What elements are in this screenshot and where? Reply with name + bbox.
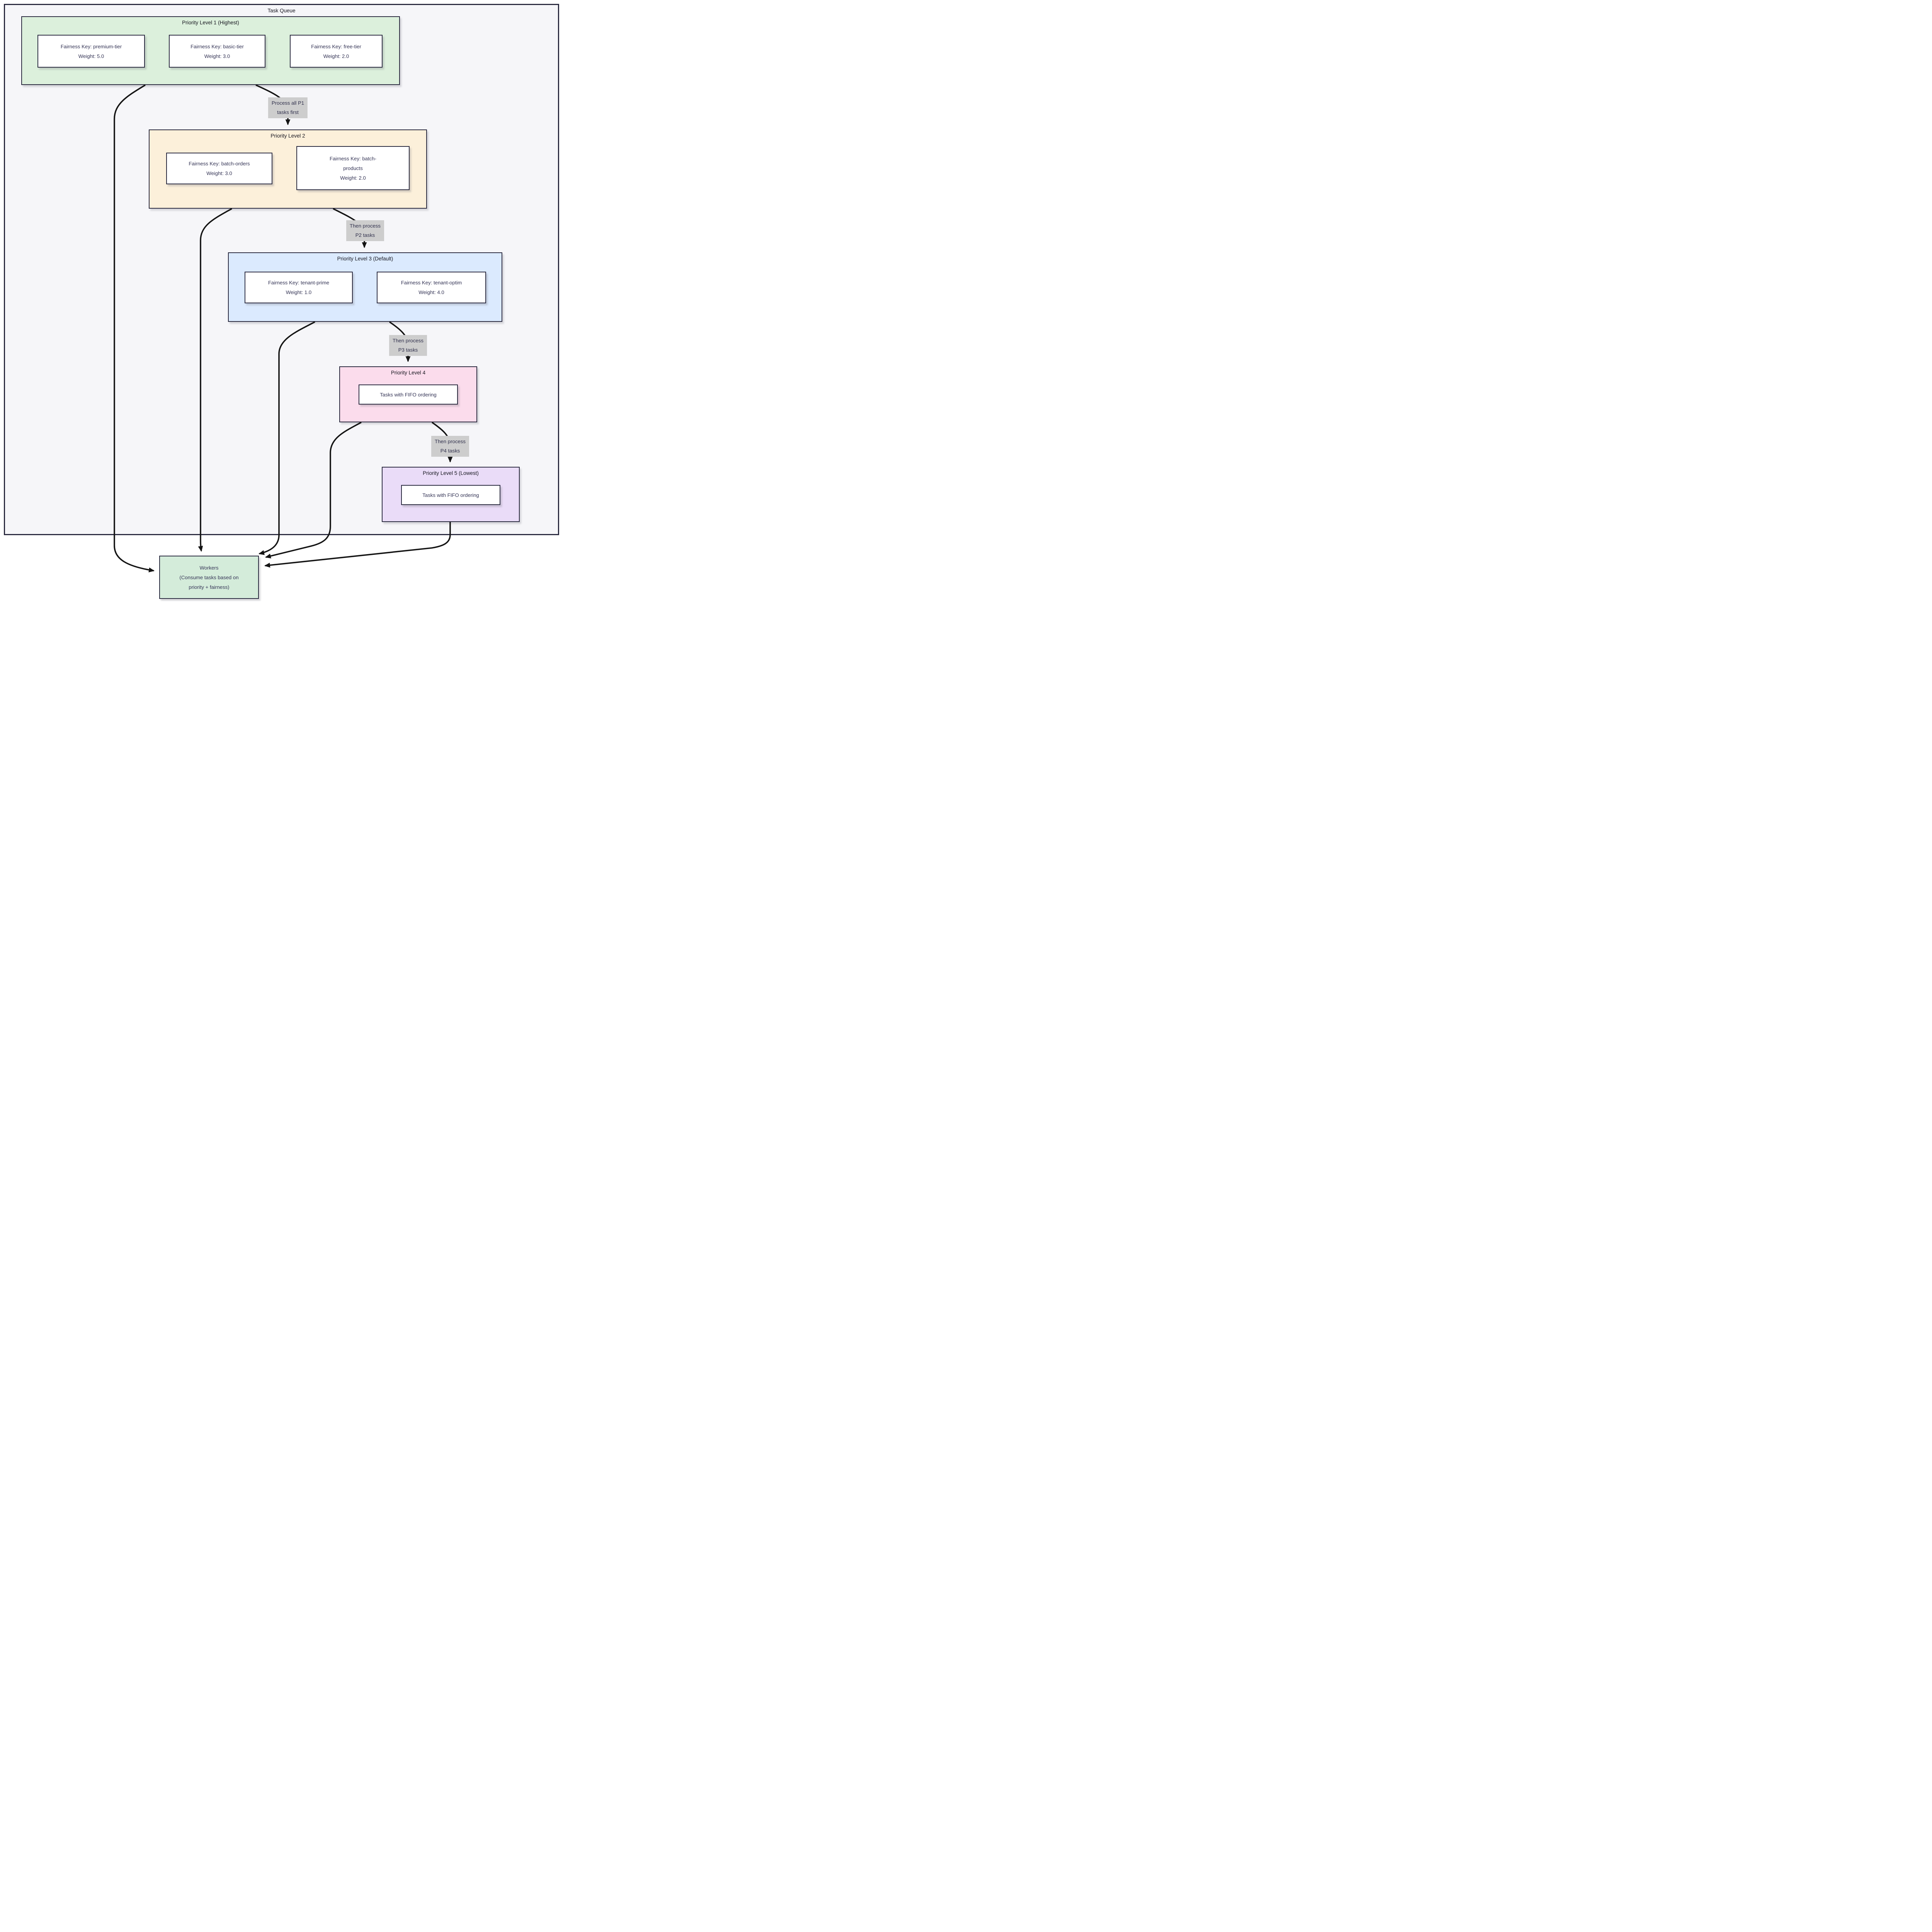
cluster-priority-level-5-title: Priority Level 5 (Lowest) — [423, 470, 479, 476]
edge-label-process-p4: Then process P4 tasks — [431, 436, 469, 457]
node-text-line: Weight: 1.0 — [286, 289, 312, 295]
node-text-line: Fairness Key: batch-orders — [189, 161, 250, 167]
edge-label-line: Then process — [350, 223, 381, 229]
edge-label-line: Then process — [435, 439, 466, 444]
node-text-line: Weight: 3.0 — [206, 170, 232, 176]
node-text-line: Fairness Key: tenant-optim — [401, 280, 462, 286]
node-text-line: Fairness Key: free-tier — [311, 43, 361, 49]
cluster-task-queue-title: Task Queue — [267, 8, 296, 14]
node-text-line: Weight: 2.0 — [323, 53, 349, 59]
node-text-line: Weight: 2.0 — [340, 175, 366, 181]
node-fairness-free-tier: Fairness Key: free-tier Weight: 2.0 — [290, 35, 383, 68]
node-text-line: Fairness Key: tenant-prime — [268, 280, 330, 286]
node-text-line: Tasks with FIFO ordering — [380, 391, 437, 398]
node-text-line: Weight: 4.0 — [418, 289, 444, 295]
cluster-priority-level-1-title: Priority Level 1 (Highest) — [182, 20, 239, 26]
node-fairness-premium-tier: Fairness Key: premium-tier Weight: 5.0 — [37, 35, 145, 68]
edge-label-line: Then process — [393, 338, 423, 344]
edge-label-line: Process all P1 — [271, 100, 304, 106]
edge-label-line: P2 tasks — [355, 232, 375, 238]
workers-text-line: priority + fairness) — [189, 584, 230, 590]
edge-p3-to-workers — [258, 321, 315, 555]
node-fairness-tenant-optim: Fairness Key: tenant-optim Weight: 4.0 — [377, 272, 486, 303]
node-text-line: Weight: 5.0 — [78, 53, 104, 59]
workers-text-line: (Consume tasks based on — [179, 574, 239, 580]
flowchart-task-queue: Task Queue Priority Level 1 (Highest) Fa… — [0, 0, 596, 601]
node-fifo-p5: Tasks with FIFO ordering — [401, 485, 500, 505]
edge-p5-to-workers — [264, 522, 451, 568]
node-fairness-batch-products: Fairness Key: batch- products Weight: 2.… — [296, 146, 410, 190]
edges-layer — [114, 84, 453, 573]
workers-text-line: Workers — [199, 565, 219, 571]
edge-p2-to-workers — [198, 208, 232, 552]
node-fairness-batch-orders: Fairness Key: batch-orders Weight: 3.0 — [166, 153, 272, 184]
node-text-line: Weight: 3.0 — [204, 53, 230, 59]
node-text-line: products — [343, 165, 363, 171]
node-text-line: Tasks with FIFO ordering — [422, 492, 479, 498]
edge-label-process-p1: Process all P1 tasks first — [268, 97, 308, 118]
edge-p1-to-workers — [114, 84, 155, 573]
node-fifo-p4: Tasks with FIFO ordering — [359, 384, 458, 405]
edge-label-line: tasks first — [277, 109, 299, 115]
cluster-priority-level-4-title: Priority Level 4 — [391, 370, 426, 376]
cluster-priority-level-2-title: Priority Level 2 — [270, 133, 305, 139]
edge-p4-to-workers — [265, 422, 362, 559]
cluster-priority-level-3-title: Priority Level 3 (Default) — [337, 256, 393, 262]
node-fairness-tenant-prime: Fairness Key: tenant-prime Weight: 1.0 — [245, 272, 353, 303]
edge-label-line: P3 tasks — [398, 347, 418, 353]
node-text-line: Fairness Key: basic-tier — [190, 43, 244, 49]
node-fairness-basic-tier: Fairness Key: basic-tier Weight: 3.0 — [169, 35, 265, 68]
node-workers: Workers (Consume tasks based on priority… — [159, 556, 259, 599]
edge-label-line: P4 tasks — [440, 448, 460, 454]
edge-label-process-p2: Then process P2 tasks — [346, 220, 384, 241]
node-text-line: Fairness Key: premium-tier — [60, 43, 122, 49]
edge-label-process-p3: Then process P3 tasks — [389, 335, 427, 356]
node-text-line: Fairness Key: batch- — [330, 155, 376, 162]
